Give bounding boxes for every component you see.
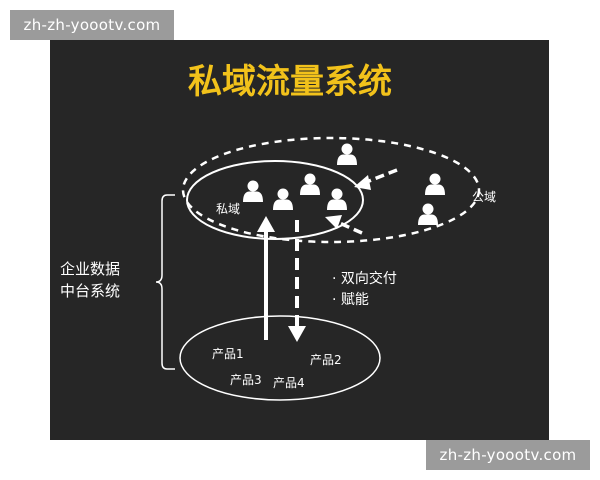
watermark-bottom: zh-zh-yoootv.com: [426, 440, 590, 470]
person-icon: [300, 173, 320, 195]
product-4-label: 产品4: [273, 376, 305, 390]
inflow-arrow-top: [363, 168, 398, 185]
system-brace: [155, 194, 175, 370]
watermark-top: zh-zh-yoootv.com: [10, 10, 174, 40]
platform-label-line2: 中台系统: [60, 282, 120, 300]
person-icon: [425, 173, 445, 195]
upward-arrowhead: [257, 216, 275, 232]
person-icon: [243, 180, 263, 202]
private-domain-label: 私域: [216, 202, 240, 216]
diagram-title: 私域流量系统: [188, 62, 392, 102]
person-icon: [273, 188, 293, 210]
diagram-canvas: 私域流量系统 私域 公域 · 双向交付 · 赋能 企业数据 中台系: [60, 62, 496, 401]
inflow-arrowhead-top: [354, 175, 371, 190]
person-icon: [327, 188, 347, 210]
product-3-label: 产品3: [230, 373, 262, 387]
bullet-empowerment: · 赋能: [332, 292, 369, 308]
inflow-arrow-bottom: [334, 219, 363, 235]
public-domain-ellipse: [181, 136, 481, 244]
downward-arrowhead: [288, 326, 306, 342]
inflow-arrowhead-bottom: [325, 215, 342, 229]
public-domain-label: 公域: [472, 190, 496, 204]
private-domain-ellipse: [186, 160, 364, 240]
platform-label-line1: 企业数据: [60, 260, 120, 278]
product-1-label: 产品1: [212, 347, 244, 361]
product-2-label: 产品2: [310, 353, 342, 367]
products-ellipse: [179, 315, 381, 401]
bullet-bidirectional-delivery: · 双向交付: [332, 270, 397, 287]
diagram-panel: 私域流量系统 私域 公域 · 双向交付 · 赋能 企业数据 中台系: [50, 40, 549, 440]
person-icon: [337, 143, 357, 165]
person-icon: [418, 203, 438, 225]
